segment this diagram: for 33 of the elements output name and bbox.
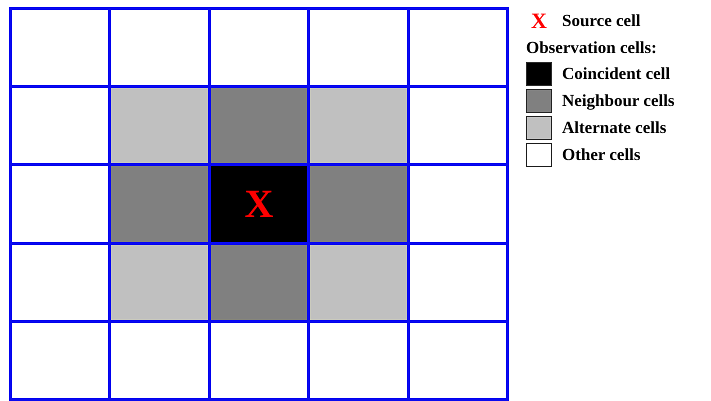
grid-cell bbox=[111, 322, 208, 398]
legend-label: Alternate cells bbox=[562, 117, 666, 139]
grid-cell bbox=[111, 88, 208, 164]
grid-cell bbox=[210, 88, 308, 164]
legend-label: Coincident cell bbox=[562, 63, 670, 85]
grid-cell bbox=[310, 88, 407, 164]
legend-label: Other cells bbox=[562, 144, 641, 166]
grid-cell bbox=[310, 10, 407, 86]
source-mark: X bbox=[530, 8, 548, 34]
grid-cell bbox=[12, 10, 108, 86]
source-mark: X bbox=[244, 184, 274, 224]
grid-cell bbox=[310, 244, 407, 320]
legend-heading: Observation cells: bbox=[526, 37, 658, 59]
grid-cell bbox=[310, 166, 407, 242]
grid-cell bbox=[12, 88, 108, 164]
source-cell bbox=[210, 166, 308, 242]
grid-cell bbox=[410, 10, 506, 86]
grid-cell bbox=[210, 10, 308, 86]
grid-cell bbox=[111, 166, 208, 242]
grid-cell bbox=[111, 10, 208, 86]
grid-cell bbox=[12, 322, 108, 398]
grid-cell bbox=[12, 244, 108, 320]
grid-cell bbox=[310, 322, 407, 398]
grid-cell bbox=[410, 166, 506, 242]
grid-cell bbox=[12, 166, 108, 242]
grid-cell bbox=[410, 322, 506, 398]
grid-cell bbox=[410, 244, 506, 320]
grid-cell bbox=[210, 322, 308, 398]
grid-cell bbox=[111, 244, 208, 320]
legend-label: Neighbour cells bbox=[562, 90, 675, 112]
grid-cell bbox=[210, 244, 308, 320]
grid-cell bbox=[410, 88, 506, 164]
legend-label: Source cell bbox=[562, 10, 641, 32]
